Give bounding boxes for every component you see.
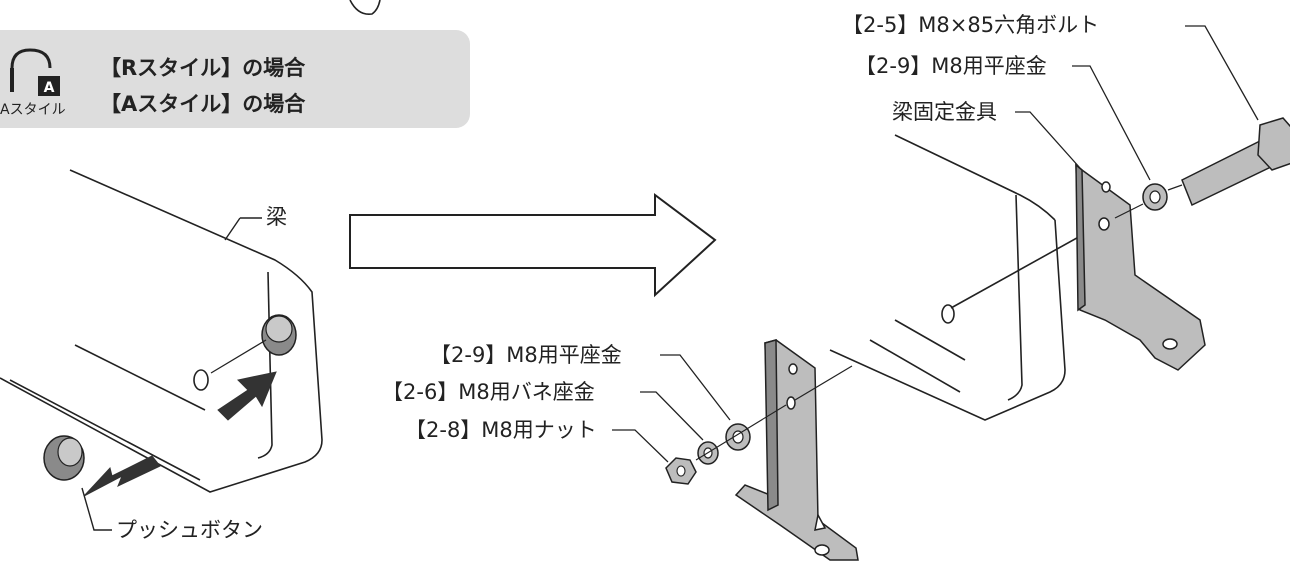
front-fastener-axis bbox=[695, 404, 787, 461]
right-beam bbox=[829, 134, 1103, 421]
push-button-right bbox=[210, 314, 297, 374]
a-style-icon: A bbox=[10, 48, 60, 96]
left-beam bbox=[0, 169, 323, 493]
push-arrow-icon bbox=[217, 371, 277, 421]
svg-text:A: A bbox=[44, 80, 55, 96]
right-bracket bbox=[1075, 163, 1206, 371]
right-washer bbox=[1114, 183, 1168, 219]
beam-leader bbox=[224, 217, 262, 241]
bolt-label: 【2-5】M8×85六角ボルト bbox=[842, 13, 1100, 37]
nut-label: 【2-8】M8用ナット bbox=[405, 418, 597, 442]
label-leaders bbox=[612, 25, 1259, 463]
beam-label: 梁 bbox=[266, 205, 287, 229]
push-button-label: プッシュボタン bbox=[116, 518, 263, 542]
a-style-caption: Aスタイル bbox=[0, 102, 66, 118]
washer-left-label: 【2-9】M8用平座金 bbox=[430, 343, 622, 367]
hex-nut bbox=[665, 457, 697, 485]
transition-arrow-icon bbox=[349, 193, 717, 298]
a-style-line: 【Aスタイル】の場合 bbox=[100, 92, 306, 116]
front-bracket bbox=[734, 339, 859, 561]
hex-bolt bbox=[1167, 117, 1290, 207]
push-button-removed bbox=[43, 435, 85, 481]
top-partial-circle bbox=[349, 0, 381, 16]
spring-washer-label: 【2-6】M8用バネ座金 bbox=[382, 380, 595, 404]
bracket-label: 梁固定金具 bbox=[892, 100, 997, 124]
washer-top-label: 【2-9】M8用平座金 bbox=[855, 54, 1047, 78]
style-condition-panel: A Aスタイル 【Rスタイル】の場合 【Aスタイル】の場合 bbox=[0, 30, 470, 128]
pull-arrow-icon bbox=[83, 455, 161, 497]
push-button-leader bbox=[81, 487, 112, 531]
r-style-line: 【Rスタイル】の場合 bbox=[100, 56, 306, 80]
front-washer bbox=[725, 423, 751, 451]
